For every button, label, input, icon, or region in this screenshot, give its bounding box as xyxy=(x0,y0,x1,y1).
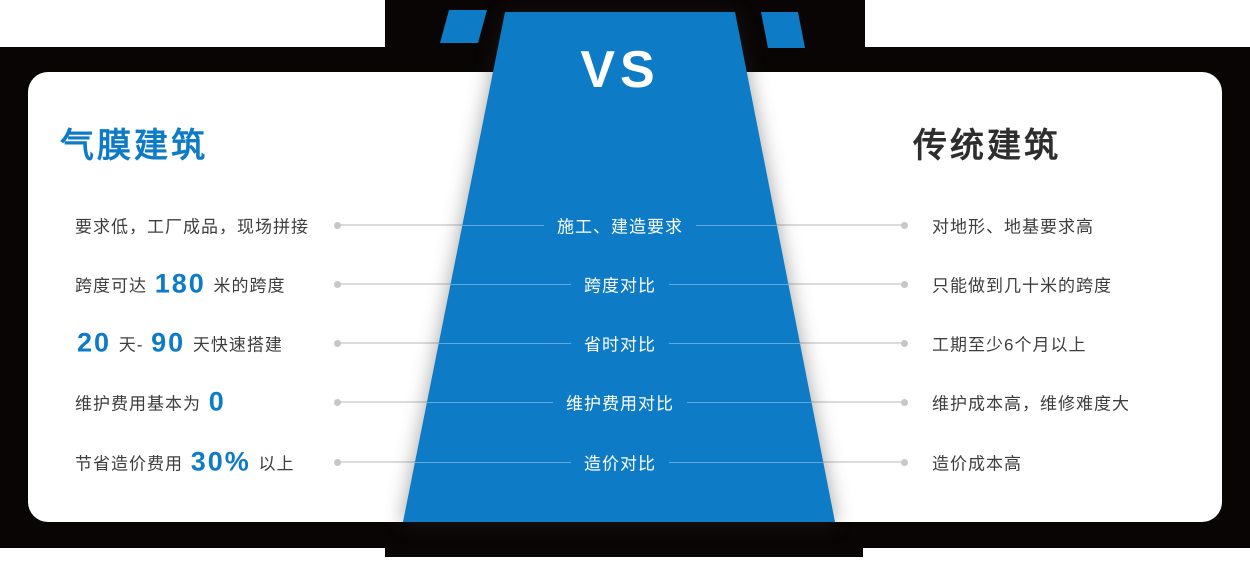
row-text: 要求低，工厂成品，现场拼接 xyxy=(75,217,309,237)
right-row-time: 工期至少6个月以上 xyxy=(932,335,1087,355)
row-text: 节省造价费用 xyxy=(75,454,189,474)
category-label-time: 省时对比 xyxy=(571,327,669,359)
right-column-title: 传统建筑 xyxy=(913,127,1061,165)
category-label-cost: 造价对比 xyxy=(571,446,669,478)
vs-trapezoid-shape: VS 施工、建造要求 跨度对比 省时对比 维护费用对比 造价对比 xyxy=(403,12,835,522)
left-row-maintenance: 维护费用基本为 0 xyxy=(75,387,228,418)
left-column-title: 气膜建筑 xyxy=(60,127,208,165)
row-text: 天快速搭建 xyxy=(187,335,283,355)
vs-trapezoid: VS 施工、建造要求 跨度对比 省时对比 维护费用对比 造价对比 xyxy=(400,12,840,522)
highlight-number: 30% xyxy=(190,446,251,477)
row-text: 跨度可达 xyxy=(75,276,153,296)
right-row-cost: 造价成本高 xyxy=(932,454,1022,474)
blue-stripe-right xyxy=(761,12,805,48)
row-text: 米的跨度 xyxy=(207,276,286,296)
highlight-number: 90 xyxy=(151,327,186,358)
right-row-maintenance: 维护成本高，维修难度大 xyxy=(932,394,1130,414)
vs-label: VS xyxy=(580,41,660,99)
category-label-maintenance: 维护费用对比 xyxy=(553,386,687,418)
left-row-span: 跨度可达 180 米的跨度 xyxy=(75,269,286,300)
right-row-construction: 对地形、地基要求高 xyxy=(932,217,1094,237)
row-text: 维护费用基本为 xyxy=(75,394,207,414)
left-row-cost: 节省造价费用 30% 以上 xyxy=(75,447,295,478)
left-row-construction: 要求低，工厂成品，现场拼接 xyxy=(75,213,309,238)
left-row-time: 20 天- 90 天快速搭建 xyxy=(75,328,283,359)
highlight-number: 0 xyxy=(208,386,226,417)
category-label-span: 跨度对比 xyxy=(571,268,669,300)
row-text: 天- xyxy=(113,335,150,355)
blue-stripe-left xyxy=(440,10,487,43)
black-bottom-block xyxy=(385,548,863,557)
highlight-number: 20 xyxy=(77,327,112,358)
highlight-number: 180 xyxy=(154,268,206,299)
category-label-construction: 施工、建造要求 xyxy=(544,209,696,241)
row-text: 以上 xyxy=(252,454,295,474)
right-row-span: 只能做到几十米的跨度 xyxy=(932,276,1112,296)
